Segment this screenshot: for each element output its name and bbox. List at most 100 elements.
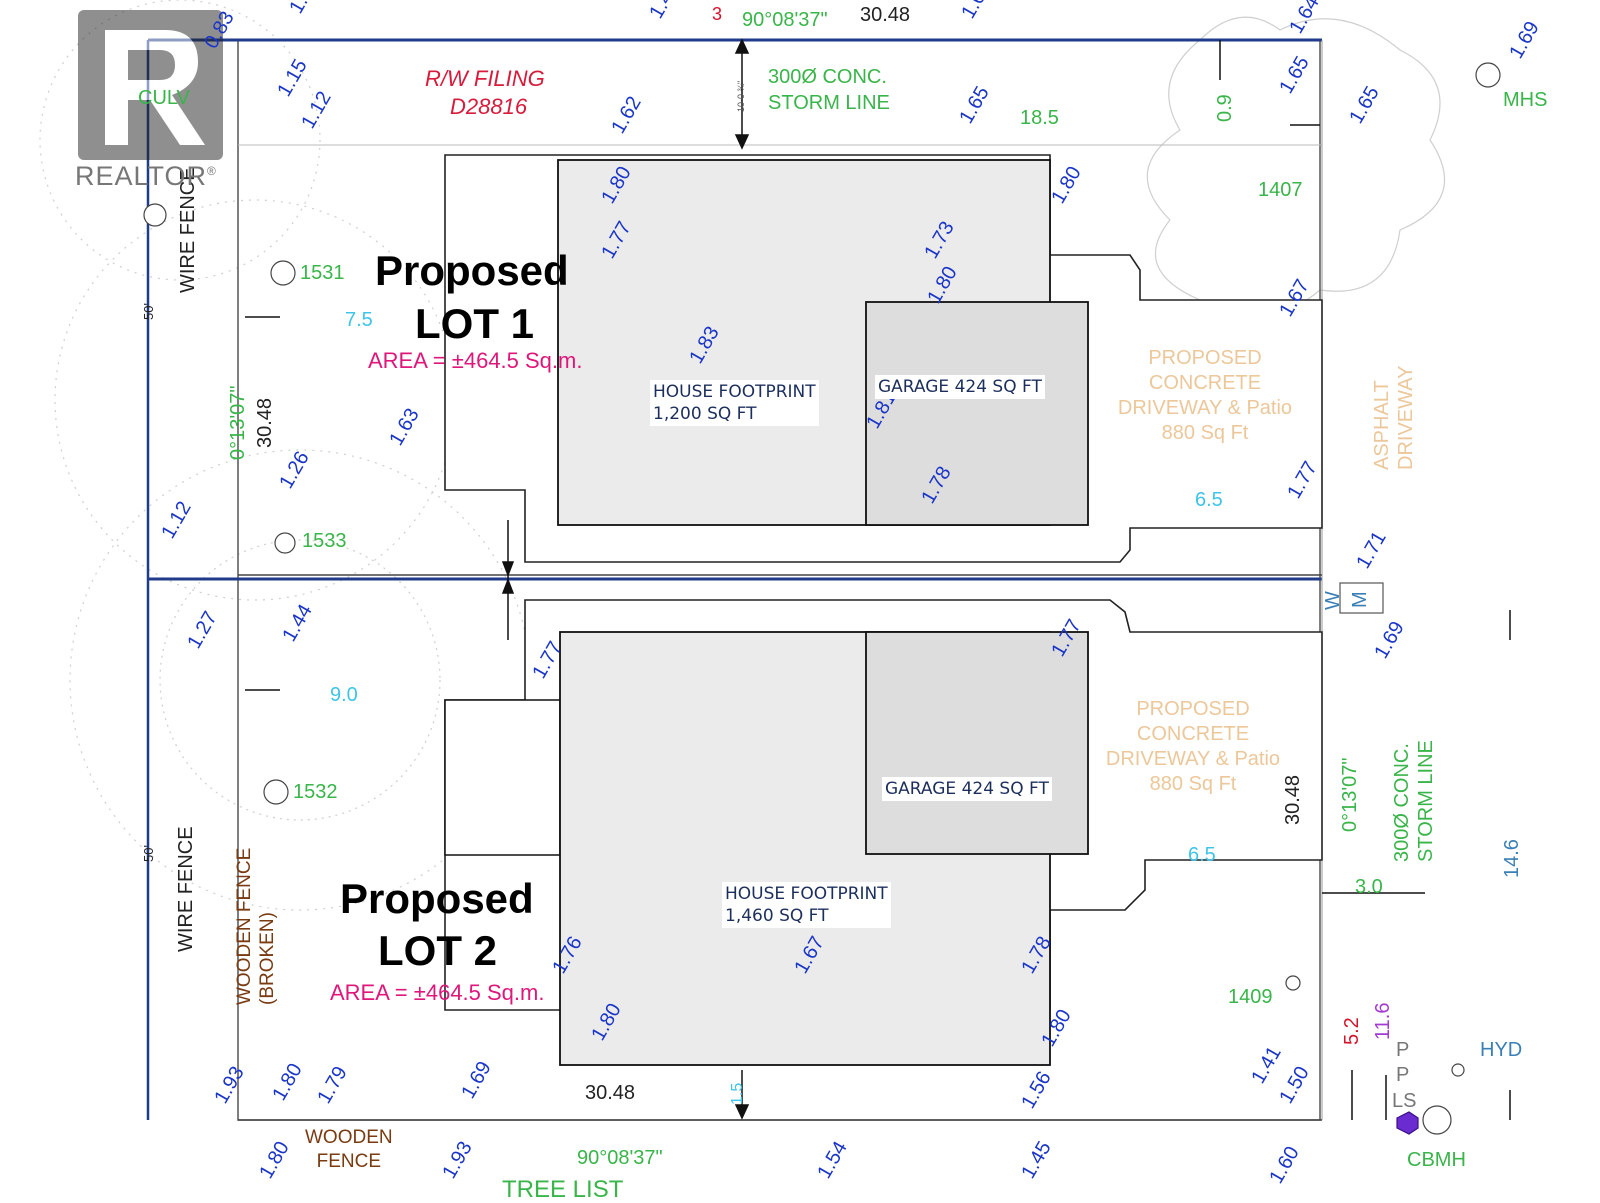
lot-number-1407: 1407 — [1258, 179, 1303, 201]
lot1-title-line2: LOT 1 — [415, 300, 535, 347]
site-symbols — [143, 62, 1501, 1135]
lot2-garage-label: GARAGE 424 SQ FT — [882, 777, 1052, 802]
storm-line-right-line1: 300Ø CONC. — [1391, 743, 1413, 862]
elevation-label: 1.45 — [1017, 1138, 1056, 1183]
row-filing-line1: R/W FILING — [425, 66, 545, 91]
realtor-logo — [78, 10, 223, 160]
lot2-driveway-line: DRIVEWAY & Patio — [1105, 748, 1281, 770]
elevation-label: 1.65 — [955, 83, 994, 128]
water-meter-m: M — [1349, 591, 1371, 608]
bearing-right: 0°13'07" — [1339, 757, 1361, 832]
cbmh-label: CBMH — [1407, 1149, 1466, 1171]
dimension-18-5: 18.5 — [1020, 107, 1059, 129]
lot1-structures — [444, 154, 1323, 563]
dimension-right: 30.48 — [1282, 774, 1304, 825]
setback-6-5-lot2: 6.5 — [1188, 844, 1216, 866]
wooden-fence-bottom: WOODEN FENCE — [305, 1126, 393, 1174]
elevation-label: 1.62 — [957, 0, 996, 23]
dimension-pipe-offset: 10-0 ¾" — [736, 80, 746, 112]
lot1-area: AREA = ±464.5 Sq.m. — [368, 348, 583, 373]
elevation-label: 1.26 — [275, 448, 314, 493]
lot1-driveway-line: CONCRETE — [1148, 372, 1262, 394]
lot1-house-label-line2: 1,200 SQ FT — [653, 404, 757, 425]
storm-line-top-line1: 300Ø CONC. — [768, 66, 887, 88]
elevation-label: 1.69 — [1370, 618, 1409, 663]
ls-label: LS — [1392, 1090, 1417, 1112]
elevation-label: 1.48 — [645, 0, 684, 23]
setback-7-5: 7.5 — [345, 309, 373, 331]
lot2-driveway-line: CONCRETE — [1136, 723, 1250, 745]
elevation-label: 1.56 — [1017, 1068, 1056, 1113]
water-meter-w: W — [1322, 591, 1344, 610]
lot1-driveway-line: 880 Sq Ft — [1161, 422, 1249, 444]
dimension-5-2: 5.2 — [1341, 1017, 1363, 1045]
lot-number-1409: 1409 — [1228, 986, 1273, 1008]
lot2-title-line2: LOT 2 — [378, 927, 498, 974]
elevation-label: 1.4 — [285, 0, 318, 18]
realtor-watermark-text: REALTOR® — [75, 163, 217, 190]
elevation-label: 1.80 — [268, 1060, 307, 1105]
lot2-house-label-line2: 1,460 SQ FT — [725, 906, 829, 927]
bearing-left: 0°13'07" — [227, 385, 249, 460]
elevation-label: 1.79 — [313, 1063, 352, 1108]
lot2-driveway-line: PROPOSED — [1136, 698, 1250, 720]
asphalt-line2: DRIVEWAY — [1395, 365, 1417, 470]
bearing-top: 90°08'37" — [742, 9, 828, 31]
setback-9-0: 9.0 — [330, 684, 358, 706]
lot2-structures — [444, 599, 1323, 1066]
dimension-14-6: 14.6 — [1501, 839, 1523, 878]
wire-fence-bottom: WIRE FENCE — [175, 826, 197, 952]
elevation-label: 1.69 — [457, 1058, 496, 1103]
elevation-label: 1.50 — [1275, 1063, 1314, 1108]
setback-6-5-lot1: 6.5 — [1195, 489, 1223, 511]
lot2-driveway-line: 880 Sq Ft — [1149, 773, 1237, 795]
dimension-arrows — [245, 38, 1511, 1120]
lot2-house-label: HOUSE FOOTPRINT 1,460 SQ FT — [722, 882, 891, 929]
tree-list-heading: TREE LIST — [502, 1176, 624, 1203]
dimension-50-top: 50' — [141, 303, 156, 320]
dimension-0-9: 0.9 — [1214, 94, 1236, 122]
pp-label-2: P — [1396, 1064, 1410, 1086]
lot1-garage-label: GARAGE 424 SQ FT — [875, 375, 1045, 400]
dimension-top: 30.48 — [860, 4, 911, 26]
lot2-area: AREA = ±464.5 Sq.m. — [330, 980, 545, 1005]
elevation-label: 1.93 — [438, 1138, 477, 1183]
elevation-label: 1.12 — [157, 498, 196, 543]
elevation-label: 1.27 — [183, 608, 222, 653]
wooden-fence-broken-line2: (BROKEN) — [256, 912, 278, 1005]
elevation-label: 1.65 — [1345, 83, 1384, 128]
realtor-brand: REALTOR — [75, 161, 208, 191]
elevation-label: 1.12 — [297, 88, 336, 133]
lot2-driveway-label: PROPOSED CONCRETE DRIVEWAY & Patio 880 S… — [1088, 697, 1298, 797]
elevation-label: 1.60 — [1265, 1143, 1304, 1188]
elevation-label: 1.69 — [1505, 18, 1544, 63]
wooden-fence-broken: WOODEN FENCE (BROKEN) — [234, 848, 280, 1005]
pp-label: P — [1396, 1039, 1410, 1061]
elevation-label: 1.44 — [278, 601, 317, 646]
elevation-label: 1.93 — [210, 1063, 249, 1108]
hydrant-label: HYD — [1480, 1039, 1523, 1061]
bearing-bottom: 90°08'37" — [577, 1147, 663, 1169]
storm-line-top-line2: STORM LINE — [768, 92, 890, 114]
dimension-11-6: 11.6 — [1372, 1002, 1394, 1040]
elevation-label: 1.15 — [273, 56, 312, 101]
lot1-title-line1: Proposed — [375, 247, 569, 294]
manhole-label: MHS — [1503, 89, 1548, 111]
lot-number-1531: 1531 — [300, 262, 345, 284]
elevation-label: 1.54 — [813, 1138, 852, 1183]
dimension-left: 30.48 — [254, 397, 276, 448]
elevation-label: 1.63 — [385, 405, 424, 450]
culvert-label: CULV — [138, 87, 190, 109]
asphalt-driveway-label: ASPHALT DRIVEWAY — [1370, 366, 1418, 470]
storm-line-right: 300Ø CONC. STORM LINE — [1390, 740, 1438, 862]
row-filing-line2: D28816 — [450, 94, 528, 119]
elevation-label: 1.62 — [607, 93, 646, 138]
lot1-house-label-line1: HOUSE FOOTPRINT — [653, 382, 816, 402]
elevation-label: 1.80 — [1047, 163, 1086, 208]
wooden-fence-bottom-line2: FENCE — [316, 1150, 381, 1172]
lot2-title-line1: Proposed — [340, 875, 534, 922]
lot-number-1533: 1533 — [302, 530, 347, 552]
dimension-tiny-top: 3 — [712, 4, 723, 24]
dimension-1-5: 1.5 — [729, 1082, 746, 1105]
storm-line-right-line2: STORM LINE — [1415, 740, 1437, 862]
